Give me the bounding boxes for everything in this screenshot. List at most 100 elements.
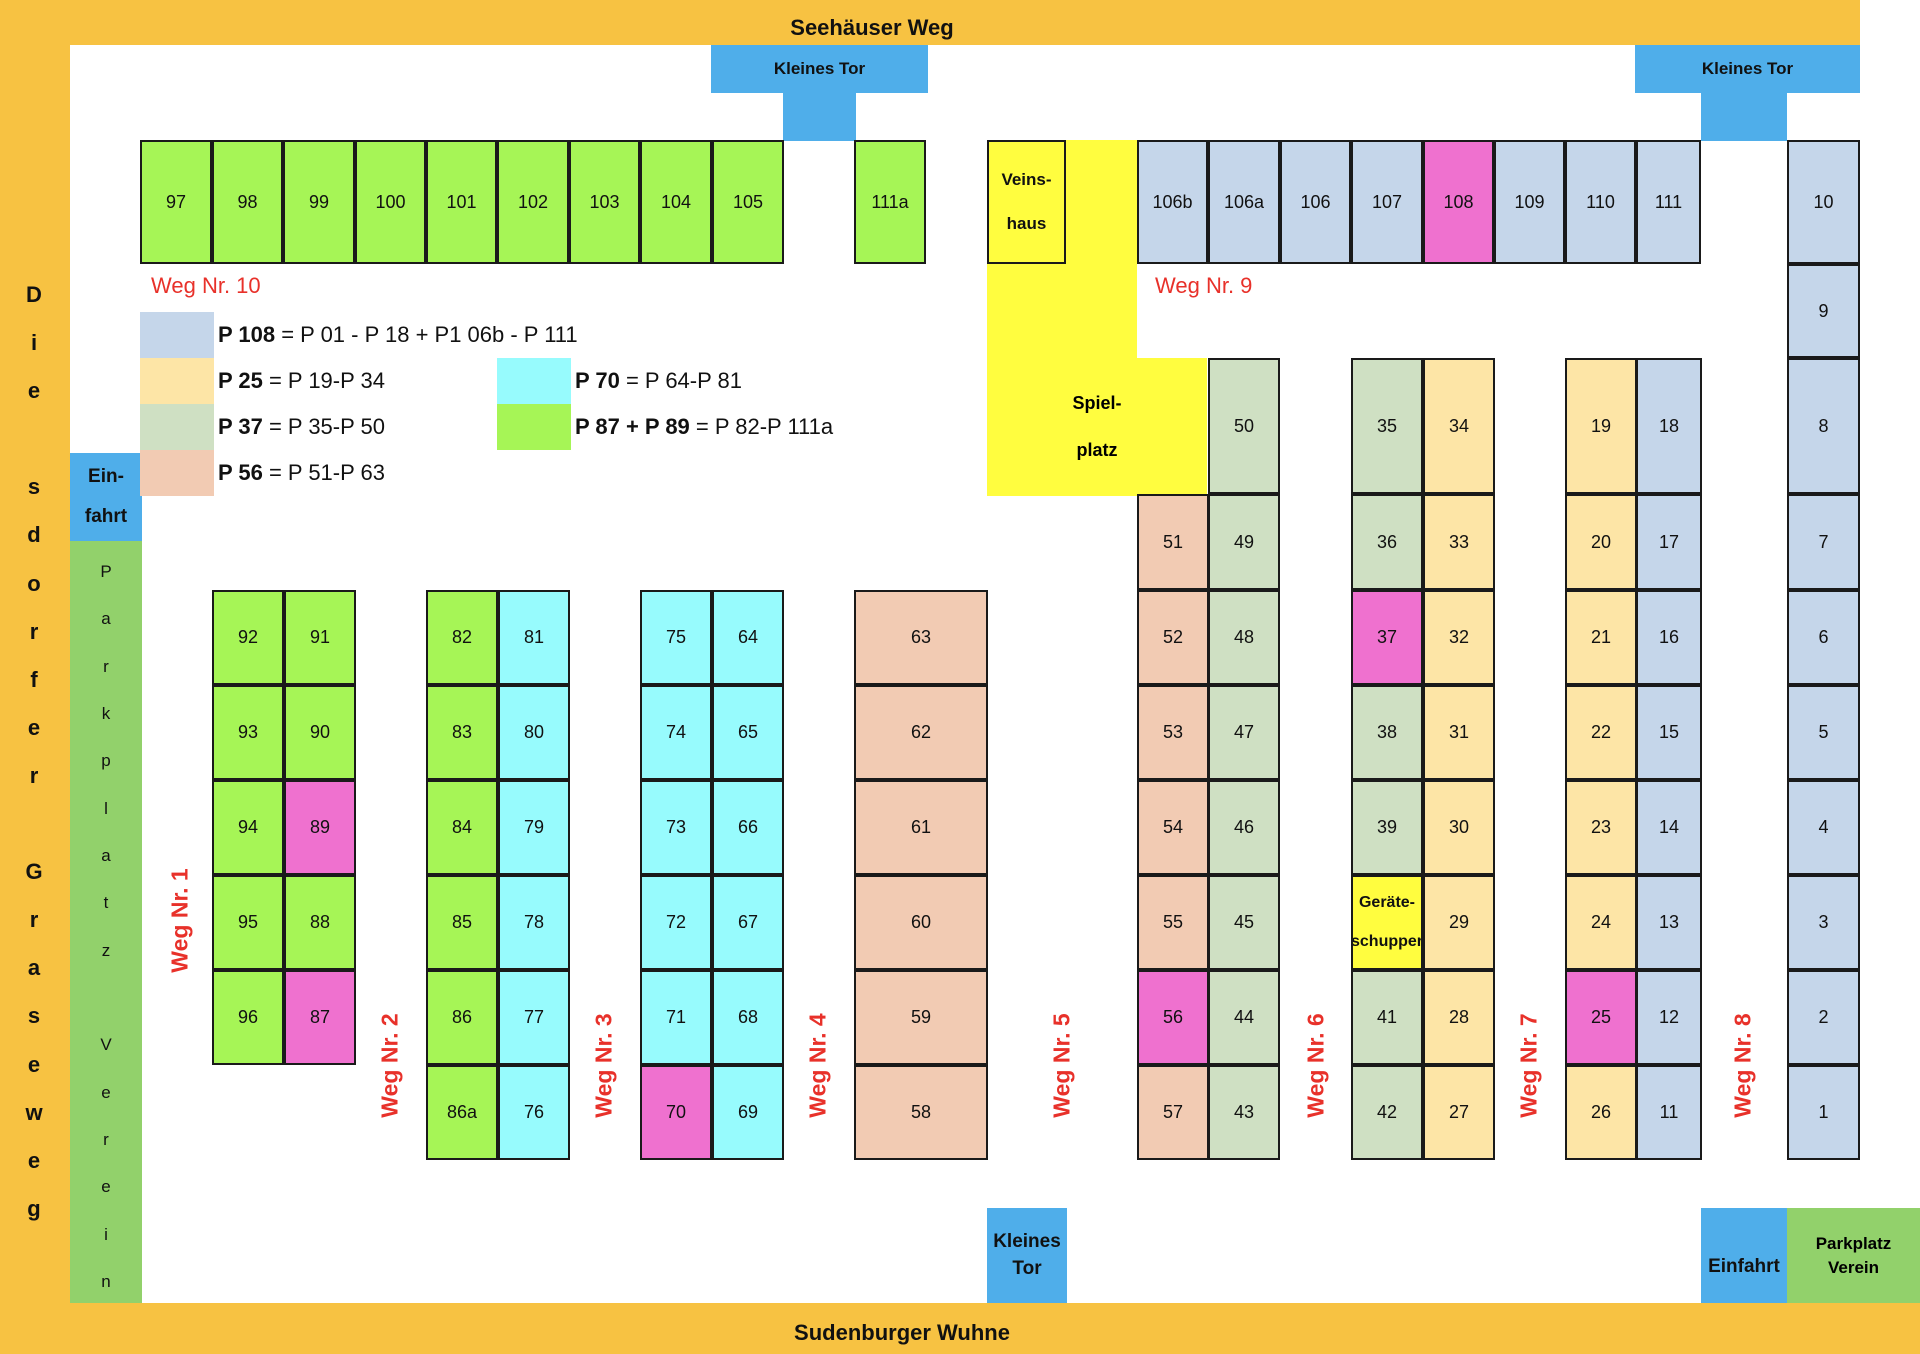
- plot-80: 80: [498, 685, 570, 780]
- plot-110: 110: [1565, 140, 1636, 264]
- plot-17: 17: [1636, 494, 1702, 590]
- plot-63: 63: [854, 590, 988, 685]
- plot-70: 70: [640, 1065, 712, 1160]
- plot-5: 5: [1787, 685, 1860, 780]
- road-left-letter: f: [30, 666, 38, 692]
- road-left-letter: G: [25, 859, 43, 885]
- plot-33: 33: [1423, 494, 1495, 590]
- plot-6: 6: [1787, 590, 1860, 685]
- legend-label: P 87 + P 89 = P 82-P 111a: [575, 414, 834, 439]
- plot-73: 73: [640, 780, 712, 875]
- road-bottom: [0, 1303, 1920, 1354]
- parkplatz-letter: k: [101, 703, 111, 723]
- plot-83: 83: [426, 685, 498, 780]
- plot-67: 67: [712, 875, 784, 970]
- plot-52: 52: [1137, 590, 1209, 685]
- plot-71: 71: [640, 970, 712, 1065]
- plot-75: 75: [640, 590, 712, 685]
- parkplatz-letter: i: [104, 1224, 108, 1244]
- plot-66: 66: [712, 780, 784, 875]
- plot-111a: 111a: [854, 140, 926, 264]
- geraeteschuppen: Geräte-schupper: [1351, 875, 1423, 970]
- plot-84: 84: [426, 780, 498, 875]
- road-left-letter: r: [29, 618, 39, 644]
- plot-9: 9: [1787, 264, 1860, 358]
- plot-14: 14: [1636, 780, 1702, 875]
- plot-44: 44: [1208, 970, 1280, 1065]
- road-left-letter: w: [25, 1099, 43, 1125]
- legend-label: P 70 = P 64-P 81: [575, 368, 742, 393]
- plot-96: 96: [212, 970, 284, 1065]
- plot-61: 61: [854, 780, 988, 875]
- plot-26: 26: [1565, 1065, 1637, 1160]
- plot-91: 91: [284, 590, 356, 685]
- plot-95: 95: [212, 875, 284, 970]
- plot-46: 46: [1208, 780, 1280, 875]
- plot-97: 97: [140, 140, 212, 264]
- plot-65: 65: [712, 685, 784, 780]
- plot-106b: 106b: [1137, 140, 1208, 264]
- legend-swatch: [497, 404, 571, 450]
- legend-swatch: [497, 358, 571, 404]
- road-left-letter: o: [27, 570, 41, 596]
- plot-100: 100: [355, 140, 426, 264]
- plot-54: 54: [1137, 780, 1209, 875]
- legend-swatch: [140, 358, 214, 404]
- plot-1: 1: [1787, 1065, 1860, 1160]
- gate-top-left-stem: [783, 93, 856, 141]
- plot-99: 99: [283, 140, 355, 264]
- road-left-letter: g: [27, 1195, 41, 1221]
- plot-102: 102: [497, 140, 569, 264]
- plot-22: 22: [1565, 685, 1637, 780]
- plot-104: 104: [640, 140, 712, 264]
- road-left-letter: r: [29, 907, 39, 933]
- parkplatz-letter: r: [103, 656, 109, 676]
- parkplatz-letter: a: [101, 845, 111, 865]
- road-left-letter: [31, 426, 37, 452]
- plot-25: 25: [1565, 970, 1637, 1065]
- legend-label: P 108 = P 01 - P 18 + P1 06b - P 111: [218, 322, 578, 347]
- road-left-letter: a: [27, 955, 41, 981]
- parkplatz-letter: r: [103, 1129, 109, 1149]
- road-left-letter: e: [27, 1051, 41, 1077]
- parkplatz-letter: a: [101, 609, 111, 629]
- plot-77: 77: [498, 970, 570, 1065]
- plot-27: 27: [1423, 1065, 1495, 1160]
- plot-55: 55: [1137, 875, 1209, 970]
- plot-82: 82: [426, 590, 498, 685]
- road-left-letter: i: [30, 330, 38, 356]
- parkplatz-letter: P: [100, 562, 112, 581]
- road-left-letter: r: [29, 762, 39, 788]
- plot-42: 42: [1351, 1065, 1423, 1160]
- plot-38: 38: [1351, 685, 1423, 780]
- vereinshaus: Veins-haus: [987, 140, 1066, 264]
- legend-swatch: [140, 312, 214, 358]
- plot-78: 78: [498, 875, 570, 970]
- geraete-label-1: Geräte-: [1358, 894, 1416, 912]
- plot-15: 15: [1636, 685, 1702, 780]
- plot-3: 3: [1787, 875, 1860, 970]
- plot-106a: 106a: [1208, 140, 1280, 264]
- legend-label: P 56 = P 51-P 63: [218, 460, 385, 485]
- parkplatz-letter: n: [101, 1271, 111, 1291]
- plot-72: 72: [640, 875, 712, 970]
- plot-20: 20: [1565, 494, 1637, 590]
- road-left-letter: s: [27, 1003, 41, 1029]
- plot-8: 8: [1787, 358, 1860, 494]
- road-left-letter: s: [27, 474, 41, 500]
- plot-49: 49: [1208, 494, 1280, 590]
- plot-69: 69: [712, 1065, 784, 1160]
- plot-37: 37: [1351, 590, 1423, 685]
- plot-106: 106: [1280, 140, 1351, 264]
- plot-60: 60: [854, 875, 988, 970]
- plot-32: 32: [1423, 590, 1495, 685]
- road-left-letter: d: [27, 522, 41, 548]
- spielplatz: Spiel-platz: [987, 358, 1207, 496]
- legend-swatch: [140, 404, 214, 450]
- plot-76: 76: [498, 1065, 570, 1160]
- plot-43: 43: [1208, 1065, 1280, 1160]
- plot-4: 4: [1787, 780, 1860, 875]
- road-top: [0, 0, 1860, 45]
